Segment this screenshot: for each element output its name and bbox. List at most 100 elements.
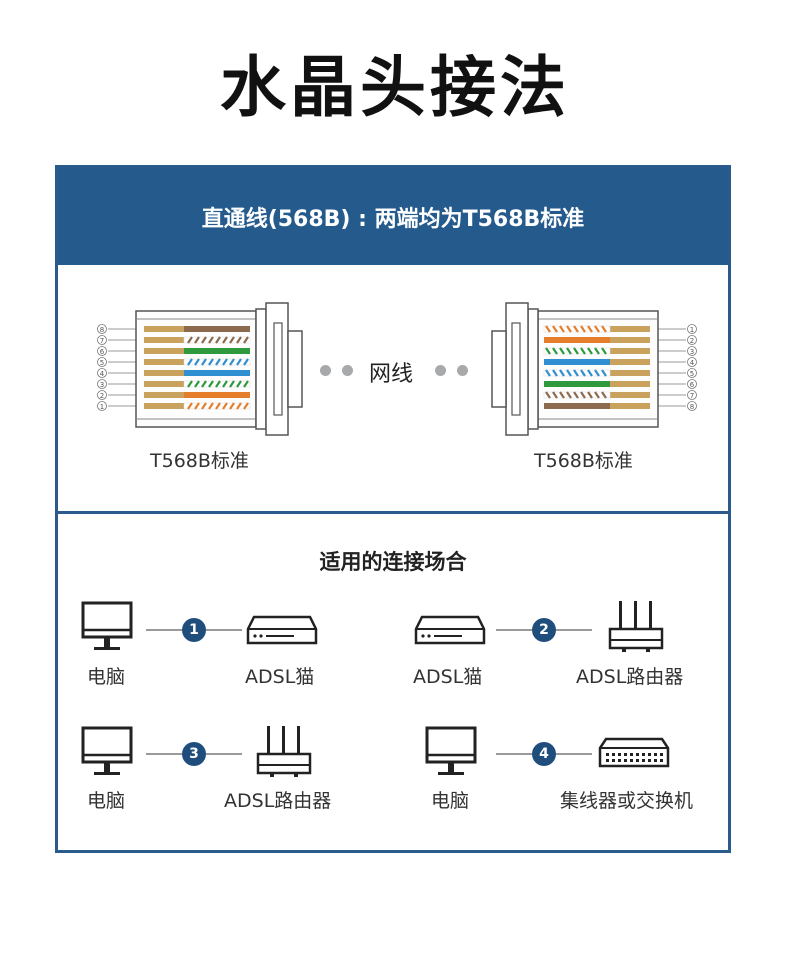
- wire-stripe: [222, 380, 228, 388]
- wire-stripe: [566, 391, 572, 399]
- wire-stripe: [194, 402, 200, 410]
- pin-number-badge: [97, 401, 107, 411]
- wire-stripe: [194, 358, 200, 366]
- right-standard-label: T568B标准: [534, 450, 633, 472]
- wire-stripe: [208, 336, 214, 344]
- wire-stripe: [566, 369, 572, 377]
- pin-number-badge: [97, 368, 107, 378]
- wire-stripe: [552, 325, 558, 333]
- device-label: 集线器或交换机: [560, 790, 694, 812]
- modem-icon: [246, 615, 318, 645]
- wire-stripe: [236, 358, 242, 366]
- computer-icon: [81, 601, 133, 650]
- pin-contact: [144, 403, 184, 409]
- device-label: 电脑: [87, 790, 126, 812]
- pin-number-badge: [687, 357, 697, 367]
- pin-number-badge: [687, 379, 697, 389]
- pin-number-badge: [687, 390, 697, 400]
- wire-stripe: [559, 347, 565, 355]
- connection-line: [206, 753, 242, 755]
- connection-number: 1: [182, 618, 206, 642]
- wire-stripe: [601, 369, 607, 377]
- wire-stripe: [187, 380, 193, 388]
- pin-number-badge: [687, 324, 697, 334]
- wire-stripe: [594, 347, 600, 355]
- wire-stripe: [243, 358, 249, 366]
- pin-number: 3: [100, 381, 104, 389]
- wire-stripe: [573, 391, 579, 399]
- wire-stripe: [601, 325, 607, 333]
- pin-contact: [144, 326, 184, 332]
- pin-number-badge: [687, 368, 697, 378]
- pin-contact: [144, 381, 184, 387]
- pin-number-badge: [97, 346, 107, 356]
- pin-number: 8: [690, 403, 694, 411]
- page-title: 水晶头接法: [220, 49, 570, 126]
- wire-stripe: [594, 369, 600, 377]
- wire-stripe: [587, 369, 593, 377]
- wire-stripe: [587, 347, 593, 355]
- pin-number: 6: [100, 348, 105, 356]
- wire-solid: [544, 381, 610, 387]
- wire-solid: [184, 326, 250, 332]
- pin-number: 1: [100, 403, 104, 411]
- pin-number: 5: [100, 359, 104, 367]
- device-label: ADSL猫: [245, 666, 315, 688]
- pin-contact: [144, 370, 184, 376]
- wire-stripe: [229, 380, 235, 388]
- wire-solid: [544, 359, 610, 365]
- connection-line: [146, 753, 182, 755]
- pin-number: 3: [690, 348, 694, 356]
- pin-number: 2: [690, 337, 694, 345]
- wire-solid: [184, 348, 250, 354]
- cable-dot: [457, 365, 468, 376]
- pin-number: 5: [690, 370, 694, 378]
- pin-contact: [144, 392, 184, 398]
- wire-stripe: [201, 336, 207, 344]
- wire-stripe: [243, 380, 249, 388]
- cable-dot: [320, 365, 331, 376]
- wire-stripe: [236, 336, 242, 344]
- pin-contact: [144, 348, 184, 354]
- wire-stripe: [201, 380, 207, 388]
- wire-stripe: [587, 391, 593, 399]
- wire-stripe: [580, 391, 586, 399]
- pin-number: 4: [690, 359, 695, 367]
- connection-line: [496, 753, 532, 755]
- wire-stripe: [243, 336, 249, 344]
- pin-number-badge: [97, 324, 107, 334]
- pin-number-badge: [687, 346, 697, 356]
- wire-stripe: [222, 402, 228, 410]
- wire-stripe: [559, 391, 565, 399]
- wire-stripe: [587, 325, 593, 333]
- pin-number: 4: [100, 370, 105, 378]
- connection-line: [556, 753, 592, 755]
- wire-stripe: [208, 380, 214, 388]
- pin-contact: [610, 348, 650, 354]
- wire-stripe: [580, 347, 586, 355]
- router-icon: [256, 726, 312, 777]
- connection-number: 3: [182, 742, 206, 766]
- pin-contact: [610, 326, 650, 332]
- wire-stripe: [594, 325, 600, 333]
- wire-stripe: [194, 380, 200, 388]
- pin-contact: [610, 370, 650, 376]
- pin-number-badge: [97, 379, 107, 389]
- cable-label: 网线: [369, 362, 414, 387]
- connection-line: [146, 629, 182, 631]
- wire-stripe: [601, 347, 607, 355]
- pin-contact: [610, 392, 650, 398]
- wire-stripe: [201, 358, 207, 366]
- pin-number: 7: [100, 337, 104, 345]
- wire-stripe: [566, 347, 572, 355]
- wire-stripe: [559, 325, 565, 333]
- device-label: 电脑: [87, 666, 126, 688]
- cable-dot: [435, 365, 446, 376]
- wire-stripe: [194, 336, 200, 344]
- wire-stripe: [243, 402, 249, 410]
- wire-solid: [544, 403, 610, 409]
- wire-solid: [544, 337, 610, 343]
- wire-stripe: [215, 358, 221, 366]
- pin-number: 8: [100, 326, 104, 334]
